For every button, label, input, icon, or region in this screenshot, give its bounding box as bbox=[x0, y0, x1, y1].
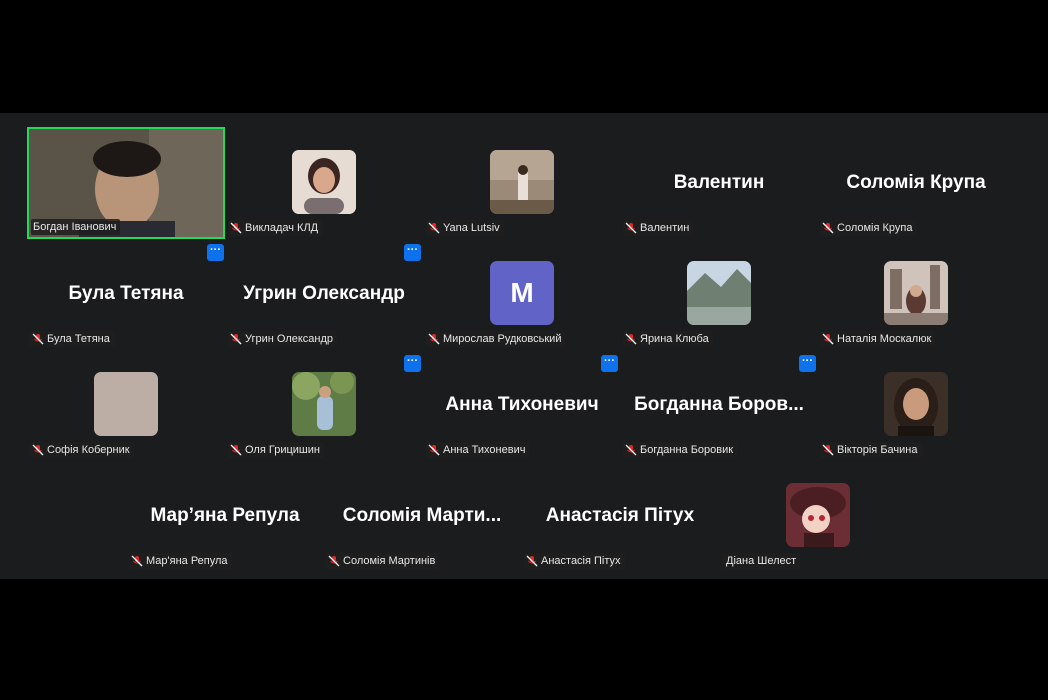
participant-name: Була Тетяна bbox=[47, 333, 110, 345]
participant-display-name: Богданна Боров... bbox=[634, 394, 804, 415]
mic-muted-icon bbox=[328, 555, 340, 567]
participant-name-label: Наталія Москалюк bbox=[820, 331, 936, 347]
participant-name: Богдан Іванович bbox=[33, 221, 117, 233]
participant-tile[interactable]: Ярина Клюба bbox=[621, 239, 817, 349]
profile-photo bbox=[94, 372, 158, 436]
more-options-button[interactable]: ··· bbox=[404, 355, 421, 372]
participant-name: Угрин Олександр bbox=[245, 333, 334, 345]
mic-muted-icon bbox=[822, 444, 834, 456]
participant-tile[interactable]: Угрин Олександр Угрин Олександр bbox=[226, 239, 422, 349]
participant-name: Мирослав Рудковський bbox=[443, 333, 562, 345]
letter-avatar: M bbox=[490, 261, 554, 325]
profile-photo bbox=[292, 372, 356, 436]
participant-name: Наталія Москалюк bbox=[837, 333, 932, 345]
participant-tile[interactable]: Валентин Валентин bbox=[621, 128, 817, 238]
participant-name: Ярина Клюба bbox=[640, 333, 709, 345]
participant-display-name: Анна Тихоневич bbox=[445, 394, 599, 415]
participant-name-label: Анна Тихоневич bbox=[426, 442, 530, 458]
profile-photo bbox=[786, 483, 850, 547]
participant-name-label: Соломія Мартинів bbox=[326, 553, 440, 569]
participant-tile[interactable]: Yana Lutsiv bbox=[424, 128, 620, 238]
mic-muted-icon bbox=[428, 333, 440, 345]
participant-tile[interactable]: M Мирослав Рудковський bbox=[424, 239, 620, 349]
participant-name-label: Була Тетяна bbox=[30, 331, 114, 347]
participant-tile[interactable]: Викладач КЛД bbox=[226, 128, 422, 238]
participant-tile[interactable]: Була Тетяна Була Тетяна bbox=[28, 239, 224, 349]
participant-display-name: Валентин bbox=[673, 172, 765, 193]
mic-muted-icon bbox=[230, 444, 242, 456]
participant-name: Yana Lutsiv bbox=[443, 222, 500, 234]
participant-display-name: Соломія Крупа bbox=[846, 172, 986, 193]
participant-tile[interactable]: Анна Тихоневич Анна Тихоневич bbox=[424, 350, 620, 460]
participant-tile[interactable]: Анастасія Пітух Анастасія Пітух bbox=[522, 461, 718, 571]
participant-tile[interactable]: Наталія Москалюк bbox=[818, 239, 1014, 349]
participant-name-label: Ярина Клюба bbox=[623, 331, 713, 347]
participant-name: Діана Шелест bbox=[726, 555, 797, 567]
participant-display-name: Мар’яна Репула bbox=[150, 505, 300, 526]
participant-tile[interactable]: Вікторія Бачина bbox=[818, 350, 1014, 460]
participant-display-name: Соломія Марти... bbox=[342, 505, 502, 526]
participant-name-label: Угрин Олександр bbox=[228, 331, 338, 347]
participant-name-label: Мирослав Рудковський bbox=[426, 331, 566, 347]
participant-name: Соломія Мартинів bbox=[343, 555, 436, 567]
mic-muted-icon bbox=[625, 222, 637, 234]
participant-name-label: Богдан Іванович bbox=[31, 219, 121, 235]
participant-tile[interactable]: Діана Шелест bbox=[720, 461, 916, 571]
mic-muted-icon bbox=[32, 444, 44, 456]
participant-name: Анастасія Пітух bbox=[541, 555, 621, 567]
mic-muted-icon bbox=[625, 333, 637, 345]
participant-tile[interactable]: Мар’яна Репула Мар'яна Репула bbox=[127, 461, 323, 571]
participant-name-label: Вікторія Бачина bbox=[820, 442, 922, 458]
participant-name-label: Софія Коберник bbox=[30, 442, 134, 458]
participant-tile[interactable]: Богданна Боров... Богданна Боровик bbox=[621, 350, 817, 460]
mic-muted-icon bbox=[822, 222, 834, 234]
participant-name-label: Викладач КЛД bbox=[228, 220, 323, 236]
participant-name-label: Оля Грицишин bbox=[228, 442, 324, 458]
participant-name-label: Соломія Крупа bbox=[820, 220, 917, 236]
participant-name-label: Валентин bbox=[623, 220, 694, 236]
participant-tile[interactable]: Соломія Марти... Соломія Мартинів bbox=[324, 461, 520, 571]
participant-name: Валентин bbox=[640, 222, 690, 234]
participant-tile[interactable]: Софія Коберник bbox=[28, 350, 224, 460]
mic-muted-icon bbox=[230, 333, 242, 345]
profile-photo bbox=[884, 261, 948, 325]
mic-muted-icon bbox=[625, 444, 637, 456]
participant-name: Мар'яна Репула bbox=[146, 555, 228, 567]
participant-name: Вікторія Бачина bbox=[837, 444, 918, 456]
participant-name: Софія Коберник bbox=[47, 444, 130, 456]
mic-muted-icon bbox=[32, 333, 44, 345]
more-options-button[interactable]: ··· bbox=[601, 355, 618, 372]
participant-name-label: Богданна Боровик bbox=[623, 442, 738, 458]
more-options-button[interactable]: ··· bbox=[404, 244, 421, 261]
profile-photo bbox=[687, 261, 751, 325]
profile-photo bbox=[490, 150, 554, 214]
more-options-button[interactable]: ··· bbox=[207, 244, 224, 261]
participant-tile[interactable]: Соломія Крупа Соломія Крупа bbox=[818, 128, 1014, 238]
active-speaker-video[interactable]: Богдан Іванович bbox=[27, 127, 225, 239]
participant-name-label: Анастасія Пітух bbox=[524, 553, 625, 569]
participant-display-name: Анастасія Пітух bbox=[545, 505, 695, 526]
mic-muted-icon bbox=[428, 444, 440, 456]
profile-photo bbox=[292, 150, 356, 214]
participant-name: Анна Тихоневич bbox=[443, 444, 526, 456]
profile-photo bbox=[884, 372, 948, 436]
participant-name: Богданна Боровик bbox=[640, 444, 734, 456]
participant-name: Соломія Крупа bbox=[837, 222, 913, 234]
participant-name: Викладач КЛД bbox=[245, 222, 319, 234]
mic-muted-icon bbox=[822, 333, 834, 345]
participant-display-name: Угрин Олександр bbox=[243, 283, 405, 304]
mic-muted-icon bbox=[428, 222, 440, 234]
more-options-button[interactable]: ··· bbox=[799, 355, 816, 372]
mic-muted-icon bbox=[230, 222, 242, 234]
participant-tile[interactable]: Оля Грицишин bbox=[226, 350, 422, 460]
mic-muted-icon bbox=[526, 555, 538, 567]
participant-name-label: Yana Lutsiv bbox=[426, 220, 504, 236]
mic-muted-icon bbox=[131, 555, 143, 567]
participant-name: Оля Грицишин bbox=[245, 444, 320, 456]
participant-name-label: Діана Шелест bbox=[722, 553, 801, 569]
participant-name-label: Мар'яна Репула bbox=[129, 553, 232, 569]
participant-display-name: Була Тетяна bbox=[68, 283, 184, 304]
